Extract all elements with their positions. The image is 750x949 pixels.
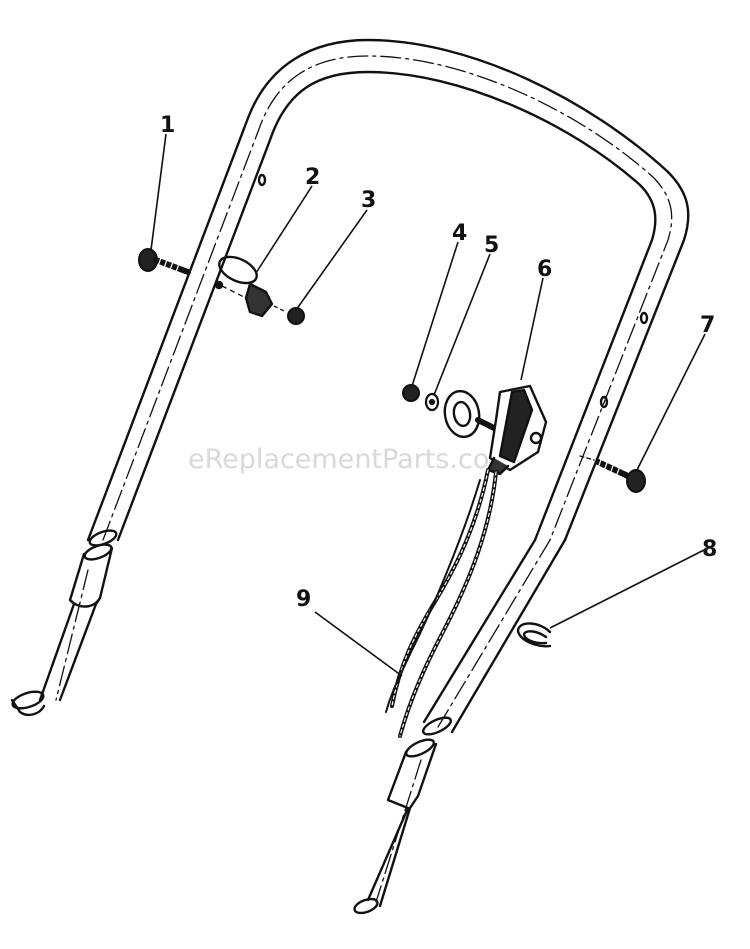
part-5-washer — [424, 392, 440, 412]
callout-8: 8 — [702, 537, 717, 562]
callout-1: 1 — [160, 113, 175, 138]
part-1-carriage-bolt — [138, 248, 191, 275]
part-9-control-cable — [385, 468, 498, 738]
callout-9: 9 — [296, 587, 311, 612]
callout-3: 3 — [361, 188, 376, 213]
part-6-control-lever — [443, 384, 548, 476]
part-2-cable-guide — [214, 255, 274, 318]
part-8-cable-clip — [516, 622, 552, 648]
callout-7: 7 — [700, 313, 715, 338]
part-7-carriage-bolt — [579, 455, 646, 493]
lower-right-tube — [353, 738, 438, 915]
watermark: eReplacementParts.com — [188, 444, 516, 475]
part-4-nut — [402, 384, 420, 402]
lower-left-tube — [10, 543, 114, 717]
right-tube-lower — [421, 538, 567, 736]
callout-2: 2 — [305, 165, 320, 190]
callout-4: 4 — [452, 221, 467, 246]
callout-6: 6 — [537, 257, 552, 282]
upper-handle-tube — [86, 38, 690, 547]
part-3-nut — [273, 305, 305, 325]
leader-lines — [150, 133, 706, 677]
callout-5: 5 — [484, 233, 499, 258]
